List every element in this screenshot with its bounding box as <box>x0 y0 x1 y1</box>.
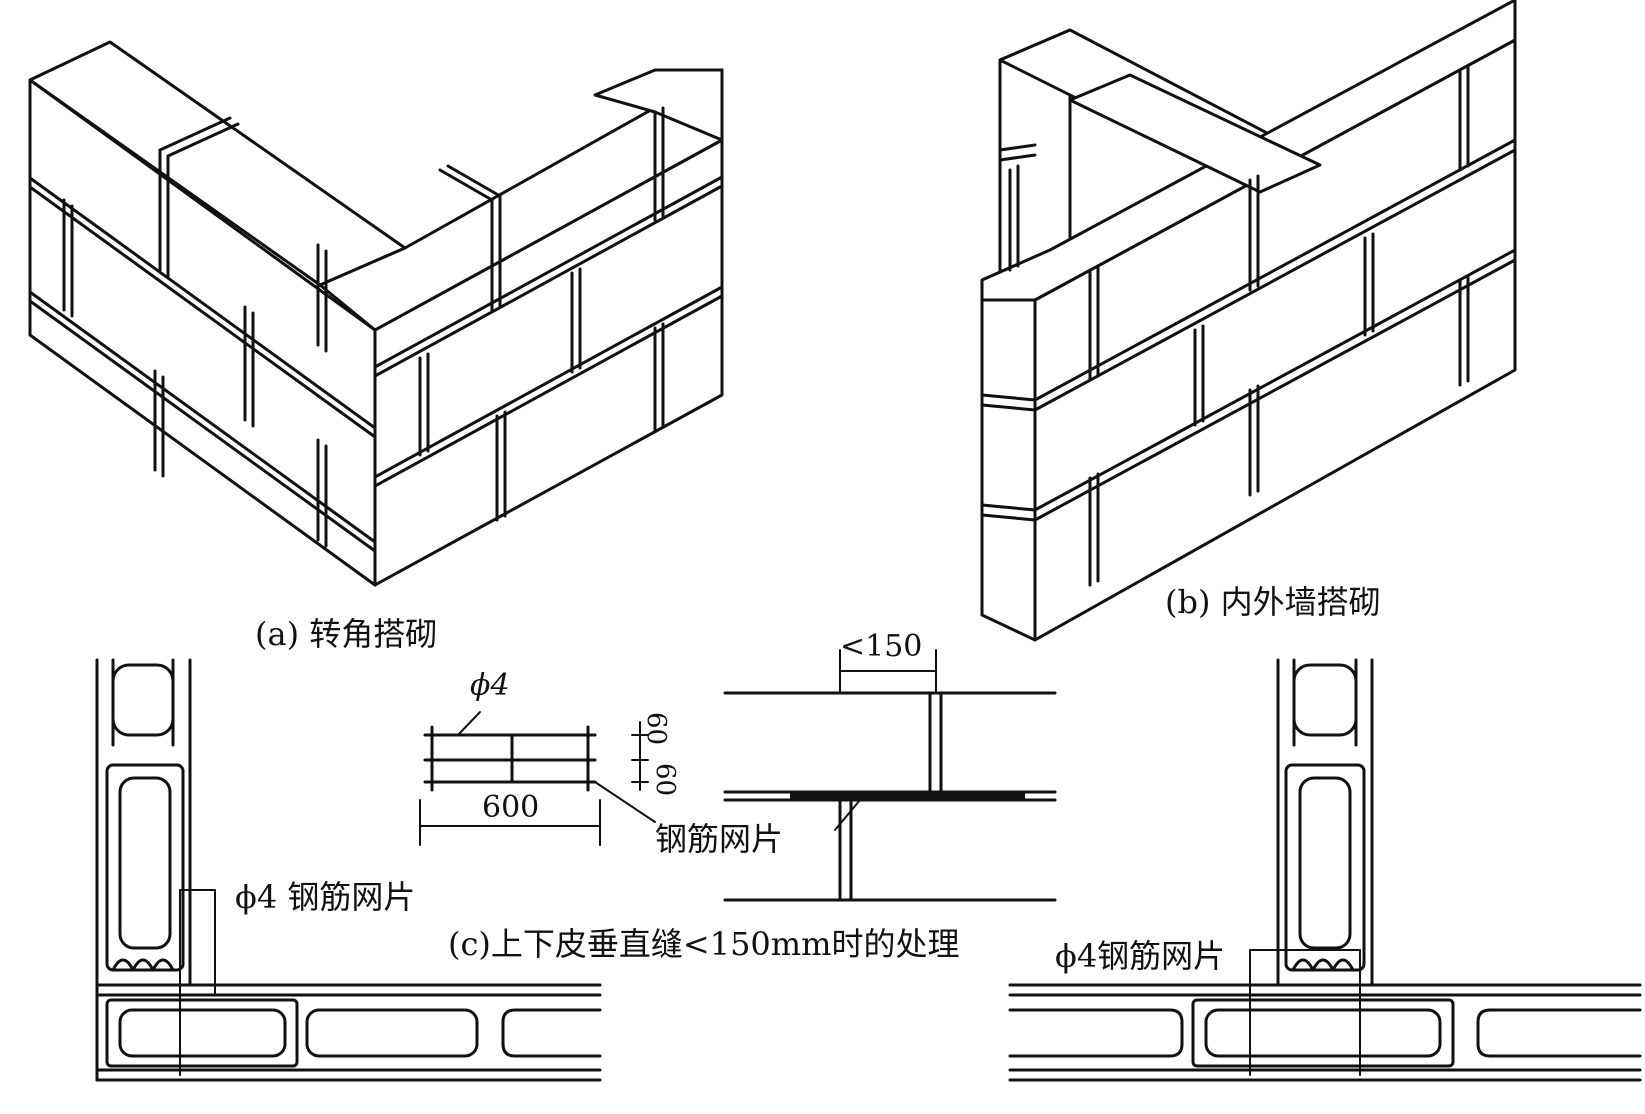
joint-section-detail <box>723 649 1057 902</box>
dim-600-label: 600 <box>482 790 539 825</box>
end-block-top <box>593 68 724 142</box>
corner-bonding-drawing <box>28 40 724 587</box>
tee-block-top <box>1068 73 1322 194</box>
dim-150-label: <150 <box>840 629 922 664</box>
dim-60-top-label: 60 <box>641 712 671 745</box>
caption-a: (a) 转角搭砌 <box>255 615 437 653</box>
front-wall-end <box>980 273 1037 642</box>
caption-c: (c)上下皮垂直缝<150mm时的处理 <box>448 925 959 963</box>
mesh-detail <box>419 711 656 846</box>
dim-60-bottom-label: 60 <box>650 763 680 796</box>
phi4-label: ϕ4 <box>470 668 510 703</box>
tee-bonding-drawing <box>980 0 1517 642</box>
mesh-label-right: ϕ4钢筋网片 <box>1055 937 1225 975</box>
mesh-label-left: ϕ4 钢筋网片 <box>235 878 415 916</box>
caption-b: (b) 内外墙搭砌 <box>1165 583 1381 621</box>
plan-tee-right <box>1008 658 1642 1082</box>
mesh-label-center: 钢筋网片 <box>655 820 783 858</box>
plan-corner-left <box>95 658 602 1082</box>
